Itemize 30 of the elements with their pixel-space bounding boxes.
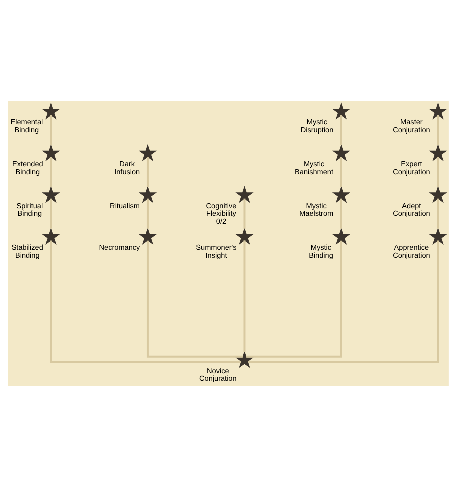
node-label: Novice Conjuration [200, 366, 237, 383]
node-label: Dark Infusion [114, 158, 140, 176]
node-label: Apprentice Conjuration [393, 242, 430, 260]
connector [340, 198, 342, 228]
node-label: Mystic Binding [309, 242, 334, 260]
node-label: Mystic Banishment [295, 158, 334, 176]
connector [244, 240, 246, 352]
node-label: Ritualism [110, 200, 140, 210]
node-label: Spiritual Binding [16, 200, 44, 218]
connector [146, 198, 149, 228]
node-label: Master Conjuration [393, 117, 430, 134]
node-label: Mystic Maelstrom [300, 200, 334, 218]
connector [246, 240, 342, 358]
connector [50, 156, 52, 187]
node-label: Mystic Disruption [300, 117, 334, 134]
connector [248, 240, 440, 363]
node-label: Elemental Binding [10, 117, 44, 134]
connector [340, 156, 342, 187]
connector [146, 240, 244, 358]
connector [437, 198, 440, 228]
node-label: Extended Binding [12, 158, 44, 176]
node-label: Necromancy [99, 242, 140, 252]
node-label: Summoner's Insight [196, 242, 237, 260]
connector [50, 240, 242, 363]
connector [437, 156, 440, 187]
node-label: Stabilized Binding [12, 242, 44, 260]
node-label: Cognitive Flexibility 0/2 [206, 200, 237, 226]
connector [50, 198, 52, 228]
node-label: Adept Conjuration [393, 200, 430, 218]
node-label: Expert Conjuration [393, 158, 430, 176]
